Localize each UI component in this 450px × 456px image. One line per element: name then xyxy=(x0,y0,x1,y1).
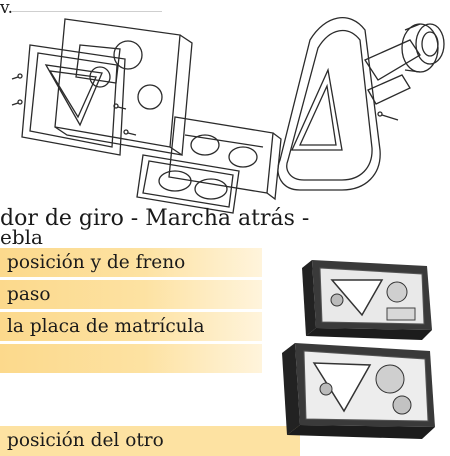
table-row: paso xyxy=(0,280,262,312)
exploded-lamp-drawing-left xyxy=(10,5,210,165)
heading-line-2: ebla xyxy=(0,225,43,249)
features-table: posición y de freno paso la placa de mat… xyxy=(0,248,262,376)
row-label: posición del otro xyxy=(7,430,164,451)
heading-line-1: dor de giro - Marcha atrás - xyxy=(0,206,310,231)
row-label: la placa de matrícula xyxy=(7,316,205,337)
lamp-housing-photo-top xyxy=(292,250,442,350)
lamp-housing-photo-bottom xyxy=(270,335,450,445)
top-divider xyxy=(12,11,162,12)
exploded-lamp-drawing-right xyxy=(270,0,450,200)
table-row xyxy=(0,344,262,376)
table-row-partial: posición del otro xyxy=(0,426,300,456)
table-row: posición y de freno xyxy=(0,248,262,280)
row-label: paso xyxy=(7,284,51,305)
row-label: posición y de freno xyxy=(7,252,186,273)
section-heading: dor de giro - Marcha atrás - ebla xyxy=(0,206,310,249)
table-row: la placa de matrícula xyxy=(0,312,262,344)
exploded-lamp-drawing-middle xyxy=(135,105,285,215)
text-fragment-top: v. xyxy=(0,0,13,18)
